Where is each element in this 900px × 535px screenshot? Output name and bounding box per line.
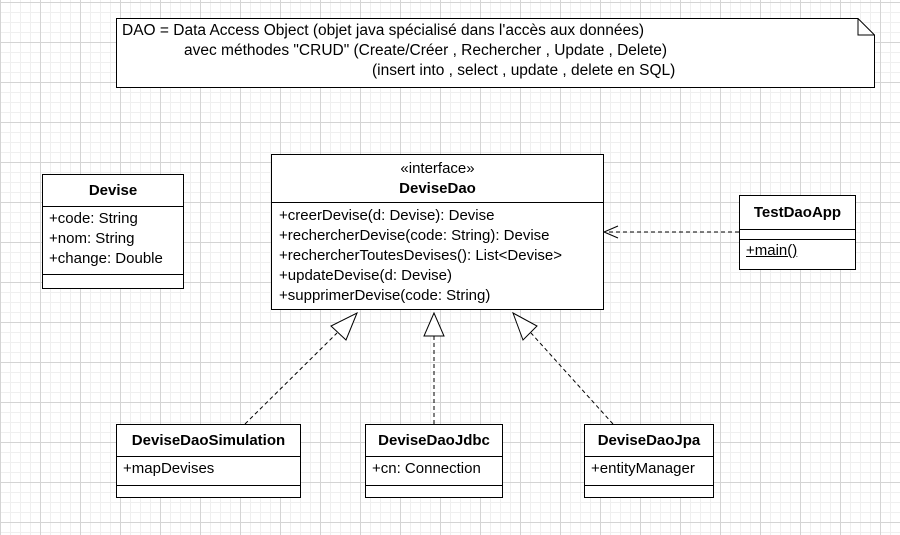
class-devise-name: Devise [88,182,138,199]
class-devise-operations [43,275,183,279]
class-devisedao-name: DeviseDao [399,180,476,197]
class-devisedaosimulation-header: DeviseDaoSimulation [117,425,300,457]
operation: +creerDevise(d: Devise): Devise [279,207,495,224]
class-devisedaojdbc-operations [366,486,502,490]
class-devisedaojdbc-header: DeviseDaoJdbc [366,425,502,457]
class-devisedaosimulation-operations [117,486,300,490]
realization-arrowhead-jdbc [423,311,445,337]
note-line-2: avec méthodes "CRUD" (Create/Créer , Rec… [184,42,668,59]
operation: +rechercherDevise(code: String): Devise [279,227,550,244]
attribute: +mapDevises [123,460,215,477]
class-devisedaojdbc-name: DeviseDaoJdbc [378,432,490,449]
dao-note: DAO = Data Access Object (objet java spé… [116,18,875,88]
class-devisedaojpa[interactable]: DeviseDaoJpa +entityManager [584,424,714,498]
note-line-1: DAO = Data Access Object (objet java spé… [122,22,645,39]
class-devisedaojpa-name: DeviseDaoJpa [597,432,701,449]
operation: +supprimerDevise(code: String) [279,287,491,304]
class-devise[interactable]: Devise +code: String +nom: String +chang… [42,174,184,289]
class-devisedaosimulation[interactable]: DeviseDaoSimulation +mapDevises [116,424,301,498]
note-line-3: (insert into , select , update , delete … [372,62,676,79]
dependency-arrowhead-testdaoapp [602,225,619,239]
operation: +rechercherToutesDevises(): List<Devise> [279,247,563,264]
attribute: +code: String [49,210,138,227]
class-testdaoapp[interactable]: TestDaoApp +main() [739,195,856,270]
class-devisedaojdbc-attributes: +cn: Connection [366,457,502,486]
class-testdaoapp-name: TestDaoApp [753,204,842,221]
realization-arrowhead-simulation [330,311,358,341]
realization-line-simulation [244,332,338,425]
class-devisedaojdbc[interactable]: DeviseDaoJdbc +cn: Connection [365,424,503,498]
class-devise-attributes: +code: String +nom: String +change: Doub… [43,207,183,275]
class-testdaoapp-attributes [740,230,855,240]
realization-arrowhead-jpa [512,311,538,341]
class-devisedao-stereotype: «interface» [400,160,475,177]
attribute: +cn: Connection [372,460,481,477]
class-devisedao-header: «interface» DeviseDao [272,155,603,203]
class-testdaoapp-header: TestDaoApp [740,196,855,230]
operation: +updateDevise(d: Devise) [279,267,453,284]
class-testdaoapp-operations: +main() [740,240,855,262]
attribute: +entityManager [591,460,695,477]
class-devisedao-operations: +creerDevise(d: Devise): Devise +recherc… [272,203,603,309]
attribute: +nom: String [49,230,135,247]
class-devisedaojpa-attributes: +entityManager [585,457,713,486]
class-devisedaojpa-header: DeviseDaoJpa [585,425,713,457]
class-devisedaosimulation-attributes: +mapDevises [117,457,300,486]
operation: +main() [746,242,798,259]
note-shape [116,18,875,88]
class-devisedaosimulation-name: DeviseDaoSimulation [131,432,286,449]
class-devisedaojpa-operations [585,486,713,490]
class-devisedao[interactable]: «interface» DeviseDao +creerDevise(d: De… [271,154,604,310]
attribute: +change: Double [49,250,163,267]
realization-line-jpa [530,332,614,425]
class-devise-header: Devise [43,175,183,207]
